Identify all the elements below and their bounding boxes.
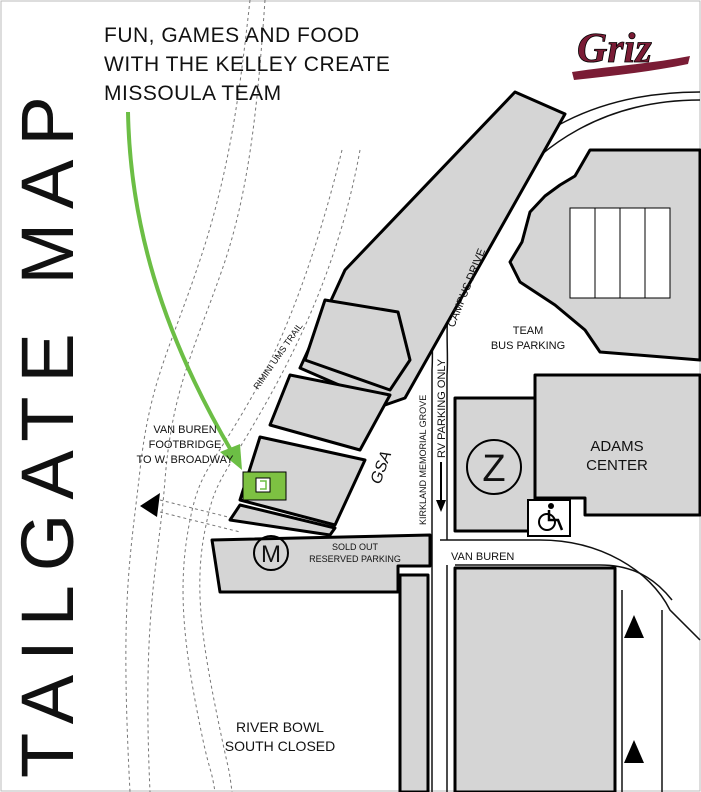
adams-center-label-1: ADAMS: [590, 438, 643, 455]
footbridge-label-2: FOOTBRIDGE: [149, 439, 222, 451]
river-bowl-label-1: RIVER BOWL: [236, 719, 324, 735]
sold-out-label-1: SOLD OUT: [332, 542, 379, 552]
lot-row-1: [303, 298, 412, 392]
footbridge-label-1: VAN BUREN: [153, 424, 216, 436]
rv-parking-label: RV PARKING ONLY: [436, 358, 448, 458]
lot-bottom-strip: [228, 503, 337, 537]
adams-center-label-2: CENTER: [586, 457, 648, 474]
river-bowl-label-2: SOUTH CLOSED: [225, 738, 335, 754]
river-trail-lines: [125, 0, 361, 792]
logo-text: Griz: [577, 26, 652, 72]
sold-out-label-2: RESERVED PARKING: [309, 554, 401, 564]
lot-m-badge: [253, 535, 289, 571]
lot-z-label: Z: [482, 448, 505, 490]
footbridge-label-3: TO W. BROADWAY: [137, 454, 235, 466]
page-title: TAILGATE MAP: [6, 82, 89, 778]
callout-arrow: [126, 111, 242, 470]
callout-line-3: MISSOULA TEAM: [104, 82, 282, 105]
accessible-parking-icon: [527, 499, 571, 537]
van-buren-street-label: VAN BUREN: [451, 551, 514, 563]
team-bus-label-2: BUS PARKING: [491, 340, 565, 352]
stadium: [508, 148, 701, 362]
lot-m: [210, 533, 432, 594]
parking-lots: [210, 90, 701, 792]
griz-logo: Griz: [572, 26, 690, 80]
team-bus-label-1: TEAM: [513, 325, 544, 337]
kirkland-grove-label: KIRKLAND MEMORIAL GROVE: [418, 395, 428, 525]
gsa-label: GSA: [368, 449, 396, 487]
lot-south-strip: [398, 573, 430, 792]
lot-adams: [533, 373, 701, 517]
lot-row-2: [268, 373, 392, 452]
callout-line-2: WITH THE KELLEY CREATE: [104, 53, 390, 76]
lot-river-bowl: [453, 566, 617, 792]
kelley-create-tent-icon: [255, 477, 271, 493]
lot-z-badge: [466, 439, 522, 495]
direction-arrows: [140, 462, 644, 763]
lot-m-label: M: [261, 541, 281, 568]
callout-line-1: FUN, GAMES AND FOOD: [104, 24, 360, 47]
